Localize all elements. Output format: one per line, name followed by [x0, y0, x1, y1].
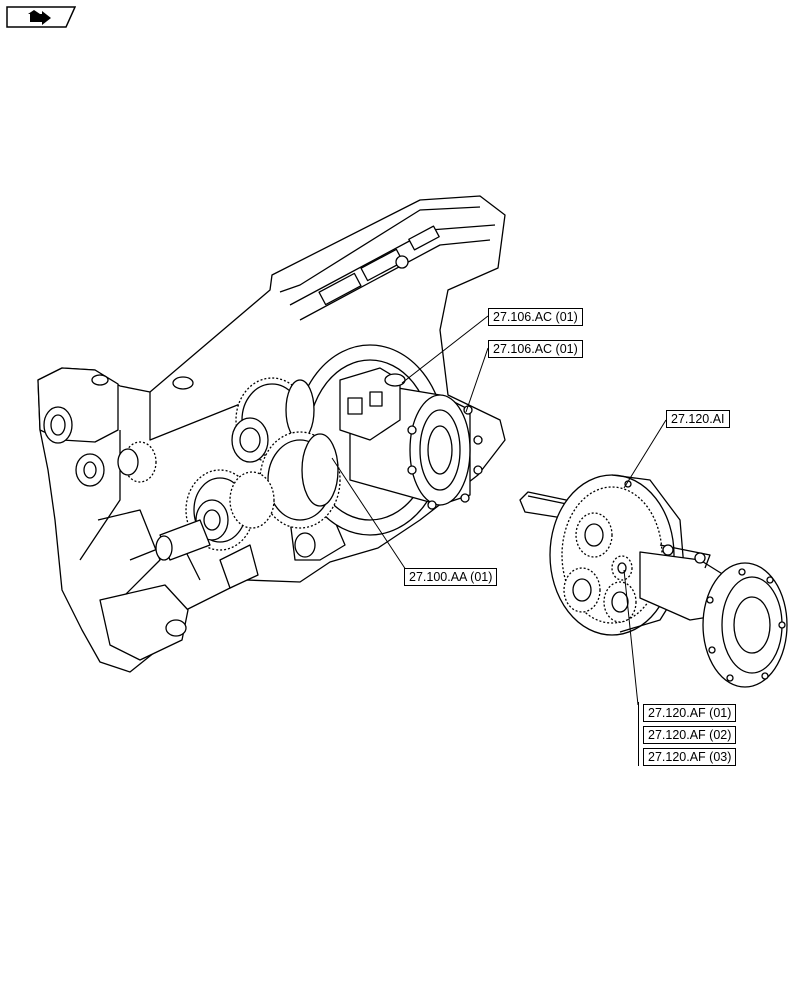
page-forward-icon[interactable]: [6, 6, 76, 28]
callout-27-120-af-01[interactable]: 27.120.AF (01): [643, 704, 737, 722]
callout-27-106-ac-01-upper[interactable]: 27.106.AC (01): [488, 308, 583, 326]
nav-badge[interactable]: [6, 6, 76, 28]
callout-27-100-aa-01[interactable]: 27.100.AA (01): [404, 568, 498, 586]
leader-lines: [331, 315, 667, 706]
callout-27-120-ai[interactable]: 27.120.AI: [666, 410, 730, 428]
callout-group-bracket: [638, 702, 639, 766]
final-drive-assembly: [519, 474, 788, 688]
callout-27-106-ac-01-lower[interactable]: 27.106.AC (01): [488, 340, 583, 358]
callout-27-120-af-02[interactable]: 27.120.AF (02): [643, 726, 737, 744]
axle-housing: [37, 195, 506, 673]
callout-27-120-af-03[interactable]: 27.120.AF (03): [643, 748, 737, 766]
